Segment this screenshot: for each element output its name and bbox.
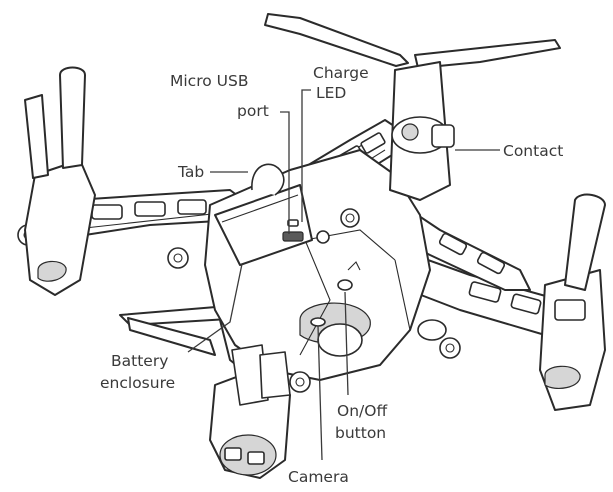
label-charge-led-line2: LED [316,84,346,102]
motor-front-right [539,193,606,411]
label-battery-line2: enclosure [100,374,175,392]
motor-back-left [24,66,96,296]
label-micro-usb-line1: Micro USB [170,72,248,90]
label-tab: Tab [177,163,204,181]
leader-onoff [344,291,349,396]
usb-port-shape [282,231,304,242]
label-camera: Camera [288,468,349,486]
leader-micro-usb [280,111,290,234]
label-micro-usb-line2: port [237,102,269,120]
label-contact: Contact [503,142,563,160]
charge-led-shape [287,219,299,227]
leader-camera [317,325,323,461]
label-charge-led-line1: Charge [313,64,369,82]
label-onoff-line1: On/Off [337,402,387,420]
callout-labels: Micro USB port Charge LED Contact Tab Ba… [100,64,563,486]
drone-illustration [17,13,606,479]
arm-back-left [74,189,251,236]
battery-enclosure-plate [214,184,313,266]
onoff-button-shape [337,261,361,291]
leader-battery [187,263,243,353]
label-battery-line1: Battery [111,352,168,370]
tab-loop [251,163,285,196]
arm-front-right [389,199,566,336]
camera-lens-shape [310,317,326,327]
label-onoff-line2: button [335,424,386,442]
callout-lines [187,89,500,461]
leader-charge-led [301,89,311,222]
motor-back-right [264,13,561,201]
motor-center-cylinders [259,319,447,399]
